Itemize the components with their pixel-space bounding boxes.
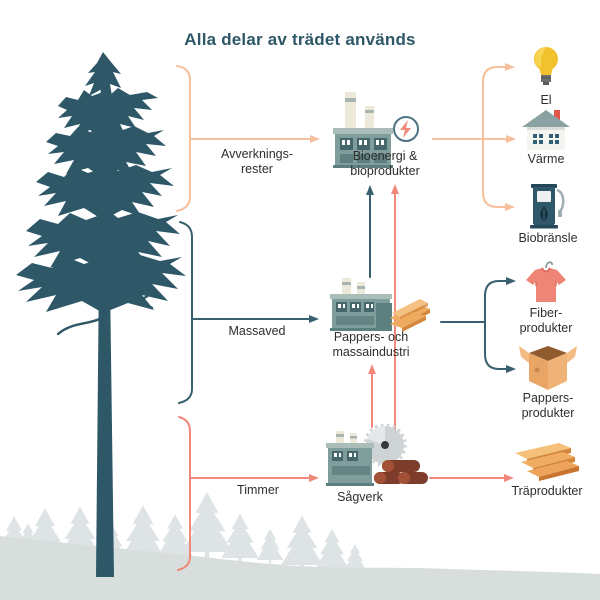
arrow-bioenergi-to-biobransle	[482, 138, 515, 211]
lightbulb-icon	[534, 47, 558, 85]
tree-dead-branch-left	[56, 316, 104, 336]
lightning-circle-icon	[393, 116, 419, 142]
label-sagverk: Sågverk	[337, 490, 383, 504]
factory-with-energy-icon	[333, 92, 393, 168]
ground-hill	[0, 536, 600, 600]
label-varme: Värme	[527, 152, 565, 166]
factory-with-paper-icon	[330, 278, 392, 331]
label-timmer: Timmer	[237, 483, 279, 497]
sawmill-icon	[326, 424, 428, 486]
label-el: El	[540, 93, 552, 107]
arrow-pappersmassa-to-papper	[484, 321, 516, 373]
label-fiberprodukter: Fiber- produkter	[519, 306, 573, 335]
wood-planks-icon	[515, 443, 579, 481]
label-traprodukter: Träprodukter	[511, 484, 583, 498]
tree-foliage	[16, 52, 186, 313]
arrow-pappersmassa-to-fiber	[484, 277, 516, 323]
bracket-massaved	[178, 221, 193, 404]
house-icon	[522, 110, 570, 150]
fuel-pump-icon	[530, 184, 565, 229]
paper-stack-icon	[390, 299, 430, 332]
house-windows	[533, 134, 559, 144]
bracket-timmer	[177, 416, 191, 571]
cardboard-box-icon	[519, 346, 577, 390]
label-massaved: Massaved	[228, 324, 286, 338]
label-pappersprodukter: Pappers- produkter	[521, 391, 575, 420]
tshirt-icon	[526, 261, 566, 302]
label-pappersmassa: Pappers- och massaindustri	[332, 330, 410, 359]
label-bioenergi: Bioenergi & bioprodukter	[350, 149, 420, 178]
factory-windows	[340, 138, 387, 163]
bracket-avverkningsrester	[176, 65, 191, 212]
label-biobransle: Biobränsle	[518, 231, 578, 245]
page-title: Alla delar av trädet används	[184, 30, 416, 49]
arrow-bioenergi-to-el	[482, 63, 515, 140]
log-pile	[374, 460, 428, 484]
label-avverkningsrester: Avverknings- rester	[220, 147, 294, 176]
